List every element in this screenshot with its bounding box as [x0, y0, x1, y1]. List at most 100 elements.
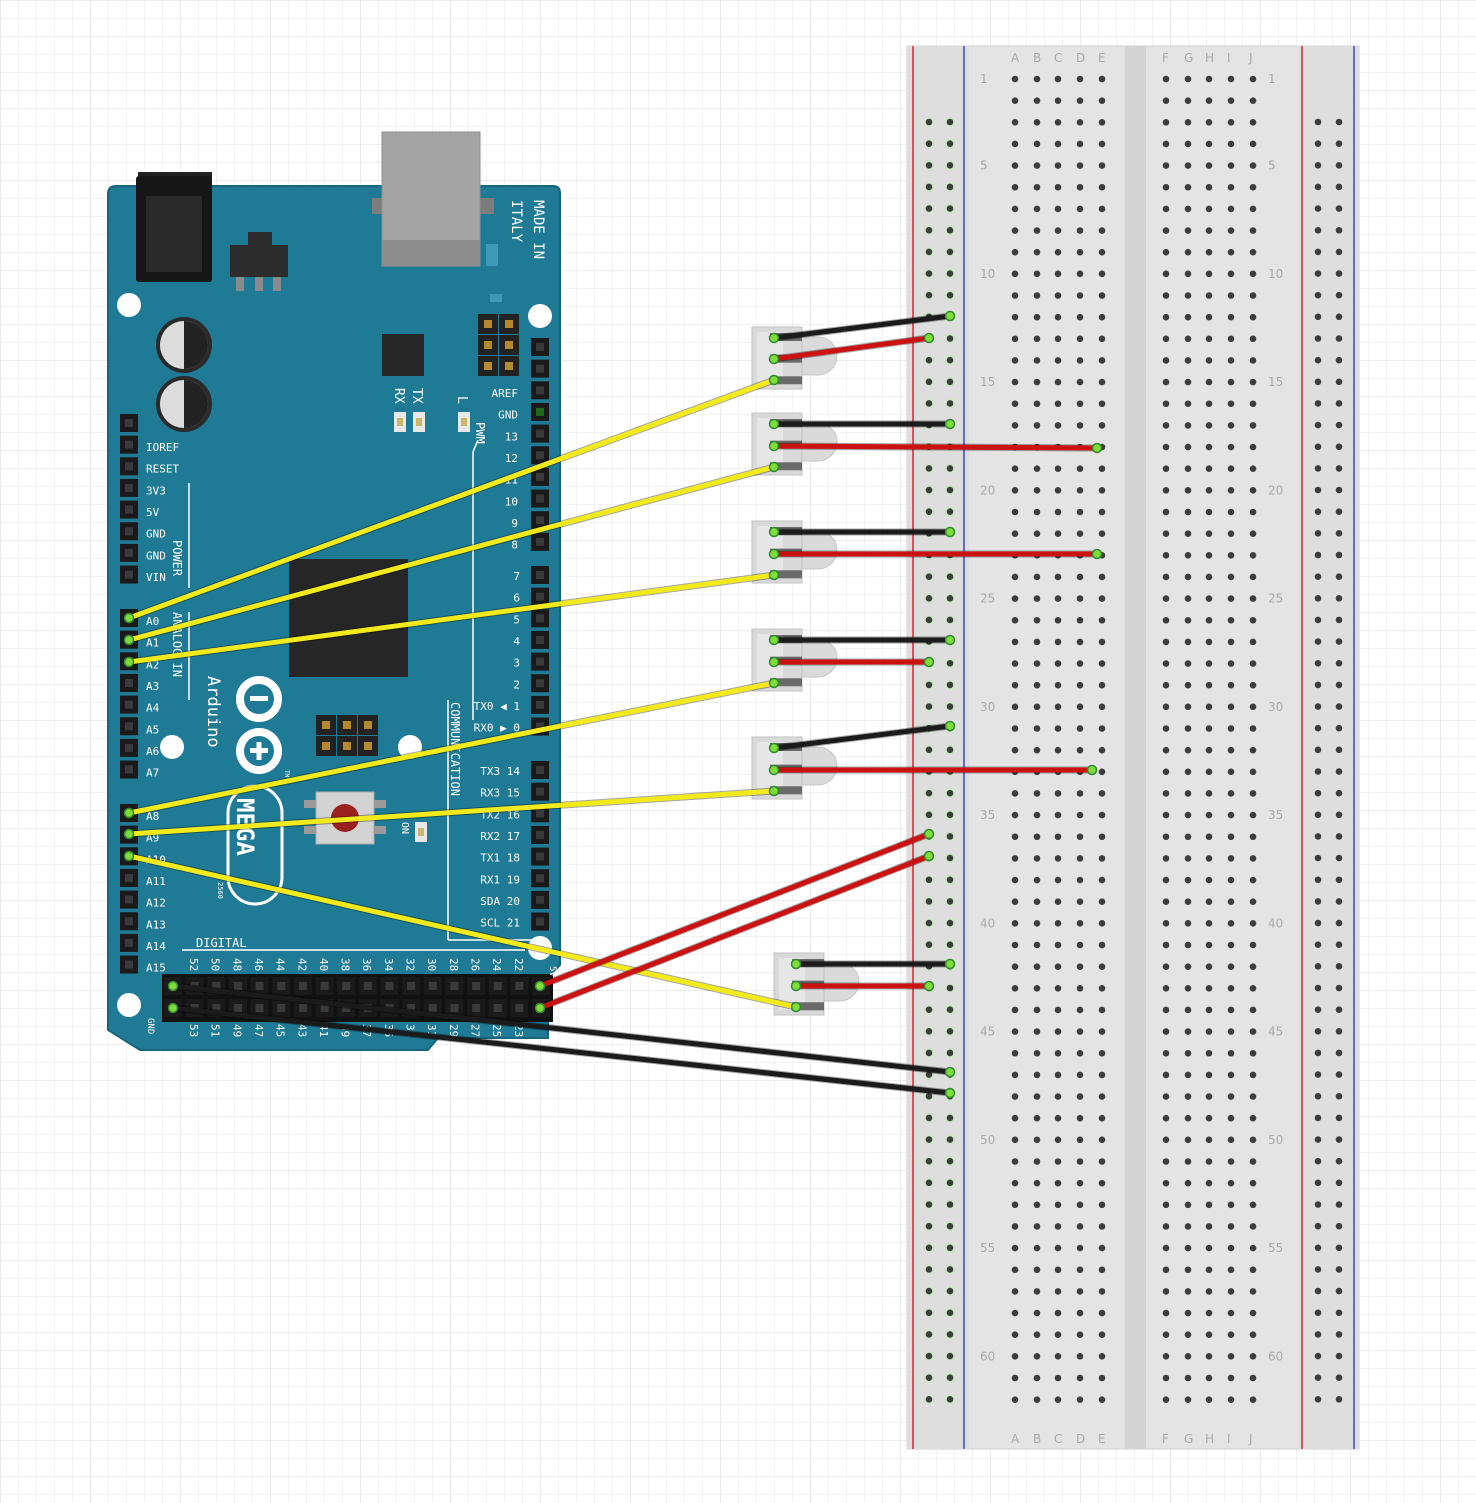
breadboard-hole: [1054, 1158, 1062, 1165]
breadboard-hole: [1011, 1071, 1019, 1079]
breadboard-hole: [1033, 1309, 1041, 1317]
rail-hole: [1335, 984, 1343, 992]
breadboard-hole: [1054, 1266, 1062, 1274]
rail-hole: [946, 919, 954, 927]
breadboard-hole: [1227, 573, 1235, 581]
header-top-label: 22: [512, 958, 525, 971]
breadboard-hole: [1227, 681, 1235, 689]
breadboard-hole: [1098, 183, 1106, 191]
pin-socket: [407, 982, 416, 990]
power-pin-label: GND: [146, 528, 166, 541]
breadboard-hole: [1098, 335, 1106, 343]
rail-hole: [1335, 118, 1343, 126]
breadboard-hole: [1033, 1244, 1041, 1252]
breadboard-hole: [1205, 898, 1213, 905]
breadboard-hole: [1162, 119, 1170, 126]
pin-socket: [342, 982, 351, 990]
breadboard-hole: [1098, 1353, 1106, 1360]
comm-pin-label: SCL 21: [480, 917, 520, 930]
rail-hole: [1335, 616, 1343, 624]
rail-hole: [946, 162, 954, 169]
breadboard-hole: [1054, 660, 1062, 667]
digital-pin-label: 7: [513, 570, 520, 583]
rail-hole: [946, 681, 954, 689]
breadboard-hole: [1227, 790, 1235, 797]
breadboard-hole: [1076, 1028, 1084, 1035]
rail-hole: [1335, 681, 1343, 689]
rail-hole: [1314, 768, 1322, 775]
breadboard-hole: [1011, 270, 1019, 278]
wire-endpoint: [768, 569, 780, 581]
breadboard-hole: [1076, 1288, 1084, 1295]
row-number-right: 1: [1268, 72, 1276, 86]
breadboard-hole: [1054, 790, 1062, 797]
breadboard-hole: [1205, 1331, 1213, 1338]
breadboard-hole: [1033, 1028, 1041, 1035]
rail-hole: [1314, 595, 1322, 602]
digital-pin-label: 6: [513, 592, 520, 605]
pin-socket: [125, 722, 133, 731]
yellow-wire: [126, 853, 799, 1010]
rail-hole: [1314, 118, 1322, 126]
rail-hole: [925, 1006, 933, 1013]
breadboard-hole: [1076, 703, 1084, 711]
wire-endpoint: [123, 807, 135, 819]
sensor-lead: [770, 462, 802, 471]
rail-hole: [1335, 1396, 1343, 1403]
breadboard-hole: [1205, 1006, 1213, 1014]
breadboard-hole: [1098, 1071, 1106, 1079]
breadboard-hole: [1162, 97, 1170, 104]
breadboard-hole: [1205, 465, 1213, 473]
rail-hole: [925, 1244, 933, 1252]
breadboard-hole: [1076, 725, 1084, 732]
breadboard-hole: [1184, 941, 1192, 949]
breadboard-hole: [1162, 465, 1170, 473]
rail-hole: [925, 226, 933, 234]
breadboard-hole: [1227, 1028, 1235, 1035]
wire-endpoint: [123, 828, 135, 840]
digital-label: DIGITAL: [196, 936, 247, 950]
rail-hole: [946, 833, 954, 840]
breadboard-hole: [1249, 552, 1257, 559]
breadboard-hole: [1184, 920, 1192, 927]
rail-hole: [1335, 508, 1343, 515]
analog-pin-label: A6: [146, 745, 159, 758]
breadboard-hole: [1076, 746, 1084, 754]
wire-endpoint: [123, 612, 135, 624]
breadboard-hole: [1162, 920, 1170, 927]
breadboard-hole: [1227, 811, 1235, 819]
breadboard-hole: [1033, 1223, 1041, 1230]
breadboard-hole: [1162, 1114, 1170, 1122]
breadboard-hole: [1205, 855, 1213, 862]
breadboard-hole: [1011, 227, 1019, 234]
breadboard-hole: [1162, 876, 1170, 884]
wire-endpoint: [944, 310, 956, 322]
breadboard-hole: [1033, 335, 1041, 343]
power-pin-label: RESET: [146, 463, 179, 476]
rail-hole: [1335, 1266, 1343, 1273]
breadboard-hole: [1098, 1179, 1106, 1187]
breadboard-hole: [1184, 985, 1192, 992]
breadboard-hole: [1205, 97, 1213, 104]
breadboard-hole: [1249, 963, 1257, 970]
breadboard-hole: [1249, 1244, 1257, 1252]
rail-hole: [925, 1114, 933, 1122]
breadboard-hole: [1227, 1353, 1235, 1360]
breadboard-hole: [1249, 941, 1257, 949]
breadboard-hole: [1033, 1353, 1041, 1360]
breadboard-hole: [1205, 227, 1213, 234]
breadboard-hole: [1249, 465, 1257, 473]
breadboard-hole: [1227, 335, 1235, 343]
rail-hole: [1335, 421, 1343, 429]
breadboard-hole: [1184, 1309, 1192, 1317]
breadboard-hole: [1011, 1158, 1019, 1165]
breadboard-hole: [1098, 1114, 1106, 1122]
breadboard-hole: [1054, 876, 1062, 884]
pin-socket: [320, 1004, 329, 1012]
breadboard-hole: [1033, 638, 1041, 646]
rail-hole: [1314, 400, 1322, 407]
breadboard-hole: [1205, 248, 1213, 256]
breadboard-hole: [1162, 595, 1170, 602]
pin-socket: [536, 386, 544, 395]
